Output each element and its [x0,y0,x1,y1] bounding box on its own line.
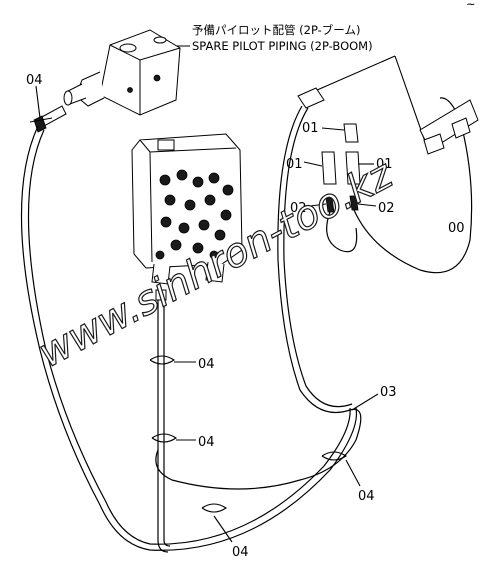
label-part-00: 00 [448,221,465,236]
label-leaders [35,85,379,543]
label-part-01-top: 01 [302,121,319,136]
top-right-connector [297,87,325,109]
valve-ports [155,169,234,260]
label-part-02-left: 02 [290,201,307,216]
label-part-01-right: 01 [376,157,393,172]
left-hose-fitting [29,105,67,133]
label-clamp-right: 04 [358,489,375,504]
right-fitting-assembly [321,97,479,274]
right-hose [155,105,362,490]
title-english: SPARE PILOT PIPING (2P-BOOM) [192,39,373,53]
label-clamp-mid-2: 04 [198,435,215,450]
label-hose: 03 [380,385,397,400]
title-japanese: 予備パイロット配管 (2P-ブーム) [192,23,360,37]
control-valve-body [131,133,243,285]
pilot-valve-block [63,29,181,116]
clamp-marks [149,355,347,513]
label-clamp-mid-1: 04 [198,357,215,372]
left-hose [20,125,358,551]
label-part-02-right: 02 [378,201,395,216]
label-clamp-valve: 04 [26,73,43,88]
label-clamp-bottom: 04 [232,545,249,560]
label-part-01-left: 01 [286,157,303,172]
title-leaders [149,45,429,151]
corner-mark: ~ [466,0,476,11]
center-hose [155,289,171,553]
